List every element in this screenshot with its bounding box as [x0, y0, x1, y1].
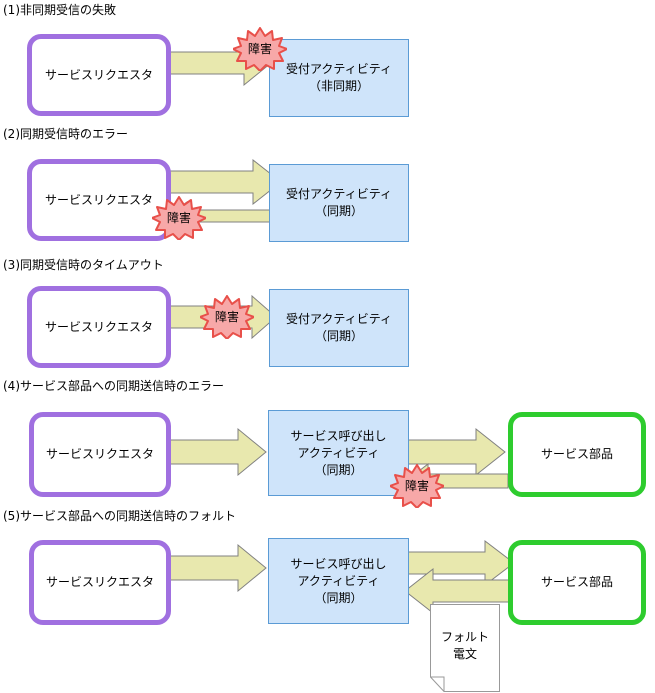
- s4-burst-label: 障害: [404, 479, 429, 493]
- s5-service-component-box: サービス部品: [508, 540, 646, 625]
- section-title-3: (3)同期受信時のタイムアウト: [3, 258, 164, 272]
- s4-requester-box: サービスリクエスタ: [29, 412, 171, 497]
- s3-fault-burst: 障害: [200, 295, 254, 339]
- s3-requester-label: サービスリクエスタ: [44, 319, 153, 334]
- s4-service-component-label: サービス部品: [540, 447, 613, 461]
- s3-receive-activity-box: 受付アクティビティ （同期）: [269, 289, 409, 367]
- section-title-2: (2)同期受信時のエラー: [3, 127, 128, 141]
- s2-receive-activity-label: 受付アクティビティ （同期）: [286, 187, 392, 218]
- s2-receive-activity-box: 受付アクティビティ （同期）: [269, 164, 409, 242]
- s1-requester-label: サービスリクエスタ: [44, 67, 153, 82]
- s5-service-component-label: サービス部品: [540, 575, 613, 589]
- s2-requester-box: サービスリクエスタ: [27, 159, 171, 241]
- s5-request-arrow: [169, 543, 267, 593]
- section-title-5: (5)サービス部品への同期送信時のフォルト: [3, 509, 236, 523]
- s3-burst-label: 障害: [214, 310, 239, 324]
- s5-fault-message-label: フォルト 電文: [440, 630, 489, 661]
- s4-requester-label: サービスリクエスタ: [45, 447, 154, 461]
- section-title-1: (1)非同期受信の失敗: [3, 3, 116, 17]
- s5-call-activity-label: サービス呼び出し アクティビティ （同期）: [290, 556, 387, 605]
- s1-requester-box: サービスリクエスタ: [27, 34, 171, 116]
- s1-burst-label: 障害: [247, 42, 272, 56]
- section-title-4: (4)サービス部品への同期送信時のエラー: [3, 379, 224, 393]
- s3-requester-box: サービスリクエスタ: [27, 286, 171, 368]
- s2-fault-burst: 障害: [152, 196, 206, 240]
- s4-call-activity-box: サービス呼び出し アクティビティ （同期）: [268, 410, 409, 496]
- s3-receive-activity-label: 受付アクティビティ （同期）: [286, 312, 392, 343]
- s5-requester-box: サービスリクエスタ: [29, 540, 171, 625]
- s4-fault-burst: 障害: [390, 464, 444, 508]
- s4-call-activity-label: サービス呼び出し アクティビティ （同期）: [290, 428, 387, 477]
- s4-request-arrow: [169, 427, 267, 477]
- s2-burst-label: 障害: [166, 211, 191, 225]
- s1-fault-burst: 障害: [233, 27, 287, 71]
- s1-receive-activity-box: 受付アクティビティ （非同期）: [269, 39, 409, 117]
- s5-requester-label: サービスリクエスタ: [45, 575, 154, 589]
- s5-call-activity-box: サービス呼び出し アクティビティ （同期）: [268, 538, 409, 624]
- s5-call-arrow: [407, 539, 515, 587]
- s1-receive-activity-label: 受付アクティビティ （非同期）: [286, 62, 392, 93]
- s2-requester-label: サービスリクエスタ: [44, 192, 153, 207]
- s5-fault-message-document: フォルト 電文: [430, 604, 500, 692]
- s4-service-component-box: サービス部品: [508, 412, 646, 497]
